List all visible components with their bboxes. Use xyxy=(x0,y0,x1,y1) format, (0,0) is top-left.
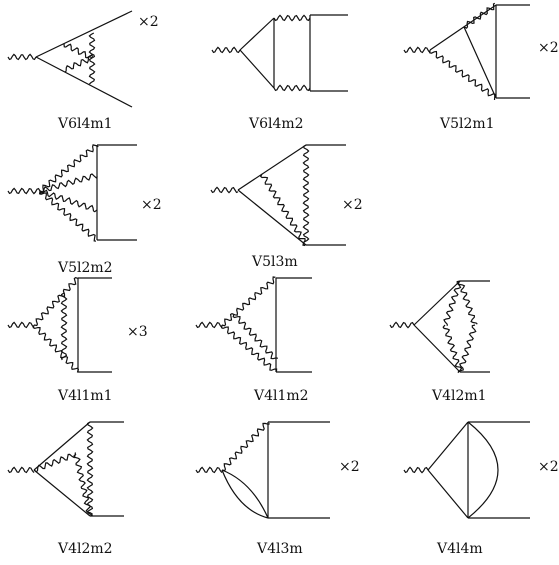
fermion-arc xyxy=(221,469,269,519)
photon-line xyxy=(259,173,306,247)
photon-line xyxy=(195,321,223,329)
photon-line xyxy=(39,173,98,194)
photon-line xyxy=(457,280,478,325)
fermion-line xyxy=(33,421,91,471)
diagram-v4l3m xyxy=(195,421,330,519)
diagram-label: V4l1m1 xyxy=(58,388,113,404)
diagram-label: V4l3m xyxy=(257,541,303,557)
photon-line xyxy=(7,187,41,195)
photon-line xyxy=(389,321,415,329)
photon-line xyxy=(403,46,431,54)
photon-line xyxy=(195,466,223,474)
diagram-label: V4l2m2 xyxy=(58,541,113,557)
photon-line xyxy=(39,144,99,193)
diagram-label: V5l2m1 xyxy=(440,116,495,132)
multiplicity-label: ×2 xyxy=(141,197,162,213)
fermion-line xyxy=(429,4,497,51)
fermion-line xyxy=(33,469,91,517)
photon-line xyxy=(211,46,241,54)
diagram-label: V6l4m2 xyxy=(249,116,304,132)
fermion-arc xyxy=(221,469,269,519)
diagram-label: V6l4m1 xyxy=(58,116,113,132)
photon-line xyxy=(88,57,96,85)
photon-line xyxy=(429,49,496,101)
diagram-v6l4m1 xyxy=(7,10,133,108)
fermion-line xyxy=(463,26,497,99)
photon-line xyxy=(63,43,94,59)
photon-line xyxy=(39,189,98,213)
photon-line xyxy=(457,324,477,372)
multiplicity-label: ×2 xyxy=(538,459,559,475)
multiplicity-label: ×2 xyxy=(342,197,363,213)
photon-line xyxy=(64,55,93,73)
photon-line xyxy=(273,14,311,22)
fermion-line xyxy=(413,280,461,326)
fermion-line xyxy=(413,324,461,373)
photon-line xyxy=(88,32,96,59)
photon-line xyxy=(302,144,310,246)
fermion-line xyxy=(237,144,307,191)
photon-line xyxy=(73,453,94,517)
diagram-label: V5l3m xyxy=(252,254,298,270)
diagram-v4l1m1 xyxy=(7,277,112,373)
photon-line xyxy=(232,313,279,360)
diagram-v6l4m2 xyxy=(211,14,348,92)
photon-line xyxy=(443,280,462,326)
photon-line xyxy=(221,422,270,472)
multiplicity-label: ×3 xyxy=(127,324,148,340)
fermion-line xyxy=(427,421,469,471)
diagram-label: V4l1m2 xyxy=(254,388,309,404)
photon-line xyxy=(221,276,276,327)
multiplicity-label: ×2 xyxy=(538,40,559,56)
diagram-v4l1m2 xyxy=(195,276,312,373)
fermion-line xyxy=(35,56,133,108)
photon-line xyxy=(33,452,76,473)
fermion-line xyxy=(35,10,133,58)
diagram-label: V4l2m1 xyxy=(432,388,487,404)
photon-line xyxy=(220,324,278,372)
photon-line xyxy=(7,321,35,329)
fermion-line xyxy=(237,189,307,246)
photon-line xyxy=(60,292,68,361)
diagram-v5l3m xyxy=(210,144,346,247)
multiplicity-label: ×2 xyxy=(339,459,360,475)
photon-line xyxy=(7,466,35,474)
photon-line xyxy=(38,190,97,242)
fermion-line xyxy=(239,49,275,89)
diagram-v5l2m2 xyxy=(7,144,137,242)
diagram-v4l2m1 xyxy=(389,280,490,374)
photon-line xyxy=(33,277,79,327)
diagram-v5l2m1 xyxy=(403,2,530,101)
photon-line xyxy=(463,2,496,29)
photon-line xyxy=(86,421,94,517)
diagram-label: V5l2m2 xyxy=(58,260,113,276)
fermion-line xyxy=(239,17,275,51)
photon-line xyxy=(273,84,311,92)
diagram-label: V4l4m xyxy=(437,541,483,557)
photon-line xyxy=(403,466,429,474)
diagram-v4l4m xyxy=(403,421,530,519)
photon-line xyxy=(442,324,463,374)
fermion-line xyxy=(427,469,469,519)
fermion-arc xyxy=(467,421,499,519)
photon-line xyxy=(7,53,37,61)
photon-line xyxy=(210,186,239,194)
diagram-v4l2m2 xyxy=(7,421,124,517)
multiplicity-label: ×2 xyxy=(138,14,159,30)
photon-line xyxy=(32,324,80,373)
